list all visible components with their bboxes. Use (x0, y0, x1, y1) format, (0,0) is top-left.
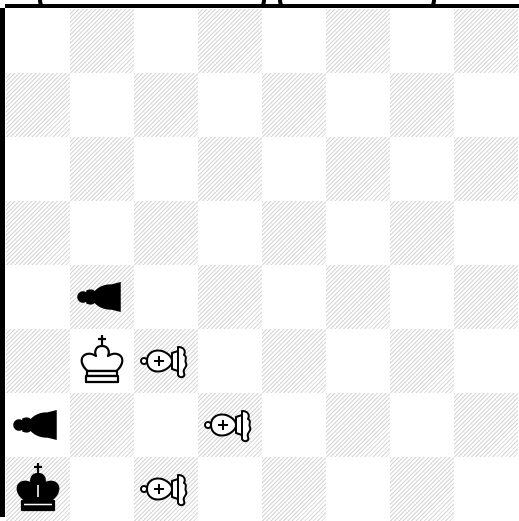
square-a6[interactable] (6, 137, 70, 201)
black-pawn-icon[interactable] (70, 265, 134, 329)
square-a3[interactable] (6, 329, 70, 393)
white-bishop-icon[interactable] (134, 457, 198, 521)
square-f2[interactable] (326, 393, 390, 457)
square-e8[interactable] (262, 9, 326, 73)
square-h6[interactable] (454, 137, 518, 201)
square-d7[interactable] (198, 73, 262, 137)
square-d4[interactable] (198, 265, 262, 329)
square-d8[interactable] (198, 9, 262, 73)
square-a4[interactable] (6, 265, 70, 329)
square-e4[interactable] (262, 265, 326, 329)
square-f3[interactable] (326, 329, 390, 393)
square-f6[interactable] (326, 137, 390, 201)
square-e2[interactable] (262, 393, 326, 457)
square-c4[interactable] (134, 265, 198, 329)
white-bishop-icon-glyph (134, 457, 198, 521)
board-frame-top (5, 4, 519, 8)
square-g4[interactable] (390, 265, 454, 329)
black-king-icon[interactable] (6, 457, 70, 521)
square-b2[interactable] (70, 393, 134, 457)
square-a5[interactable] (6, 201, 70, 265)
black-pawn-icon-glyph (6, 393, 70, 457)
square-h8[interactable] (454, 9, 518, 73)
square-g5[interactable] (390, 201, 454, 265)
square-c2[interactable] (134, 393, 198, 457)
square-f5[interactable] (326, 201, 390, 265)
square-f7[interactable] (326, 73, 390, 137)
black-pawn-icon[interactable] (6, 393, 70, 457)
square-g2[interactable] (390, 393, 454, 457)
black-pawn-icon-glyph (70, 265, 134, 329)
square-c7[interactable] (134, 73, 198, 137)
square-h5[interactable] (454, 201, 518, 265)
square-f4[interactable] (326, 265, 390, 329)
square-h7[interactable] (454, 73, 518, 137)
square-b7[interactable] (70, 73, 134, 137)
square-g1[interactable] (390, 457, 454, 521)
square-f8[interactable] (326, 9, 390, 73)
square-h3[interactable] (454, 329, 518, 393)
square-g7[interactable] (390, 73, 454, 137)
square-d1[interactable] (198, 457, 262, 521)
white-bishop-icon[interactable] (134, 329, 198, 393)
square-e7[interactable] (262, 73, 326, 137)
square-e3[interactable] (262, 329, 326, 393)
square-a7[interactable] (6, 73, 70, 137)
square-e6[interactable] (262, 137, 326, 201)
square-c5[interactable] (134, 201, 198, 265)
black-king-icon-glyph (6, 457, 70, 521)
square-e5[interactable] (262, 201, 326, 265)
square-h1[interactable] (454, 457, 518, 521)
square-b8[interactable] (70, 9, 134, 73)
square-d5[interactable] (198, 201, 262, 265)
square-a8[interactable] (6, 9, 70, 73)
square-d3[interactable] (198, 329, 262, 393)
square-b6[interactable] (70, 137, 134, 201)
board-frame-left (0, 8, 5, 517)
square-c6[interactable] (134, 137, 198, 201)
chess-board[interactable] (6, 9, 518, 517)
square-h4[interactable] (454, 265, 518, 329)
square-f1[interactable] (326, 457, 390, 521)
white-bishop-icon-glyph (198, 393, 262, 457)
square-g8[interactable] (390, 9, 454, 73)
square-d6[interactable] (198, 137, 262, 201)
square-b1[interactable] (70, 457, 134, 521)
square-c8[interactable] (134, 9, 198, 73)
white-king-icon[interactable] (70, 329, 134, 393)
square-b5[interactable] (70, 201, 134, 265)
square-e1[interactable] (262, 457, 326, 521)
white-bishop-icon[interactable] (198, 393, 262, 457)
square-g6[interactable] (390, 137, 454, 201)
square-h2[interactable] (454, 393, 518, 457)
white-bishop-icon-glyph (134, 329, 198, 393)
white-king-icon-glyph (70, 329, 134, 393)
square-g3[interactable] (390, 329, 454, 393)
